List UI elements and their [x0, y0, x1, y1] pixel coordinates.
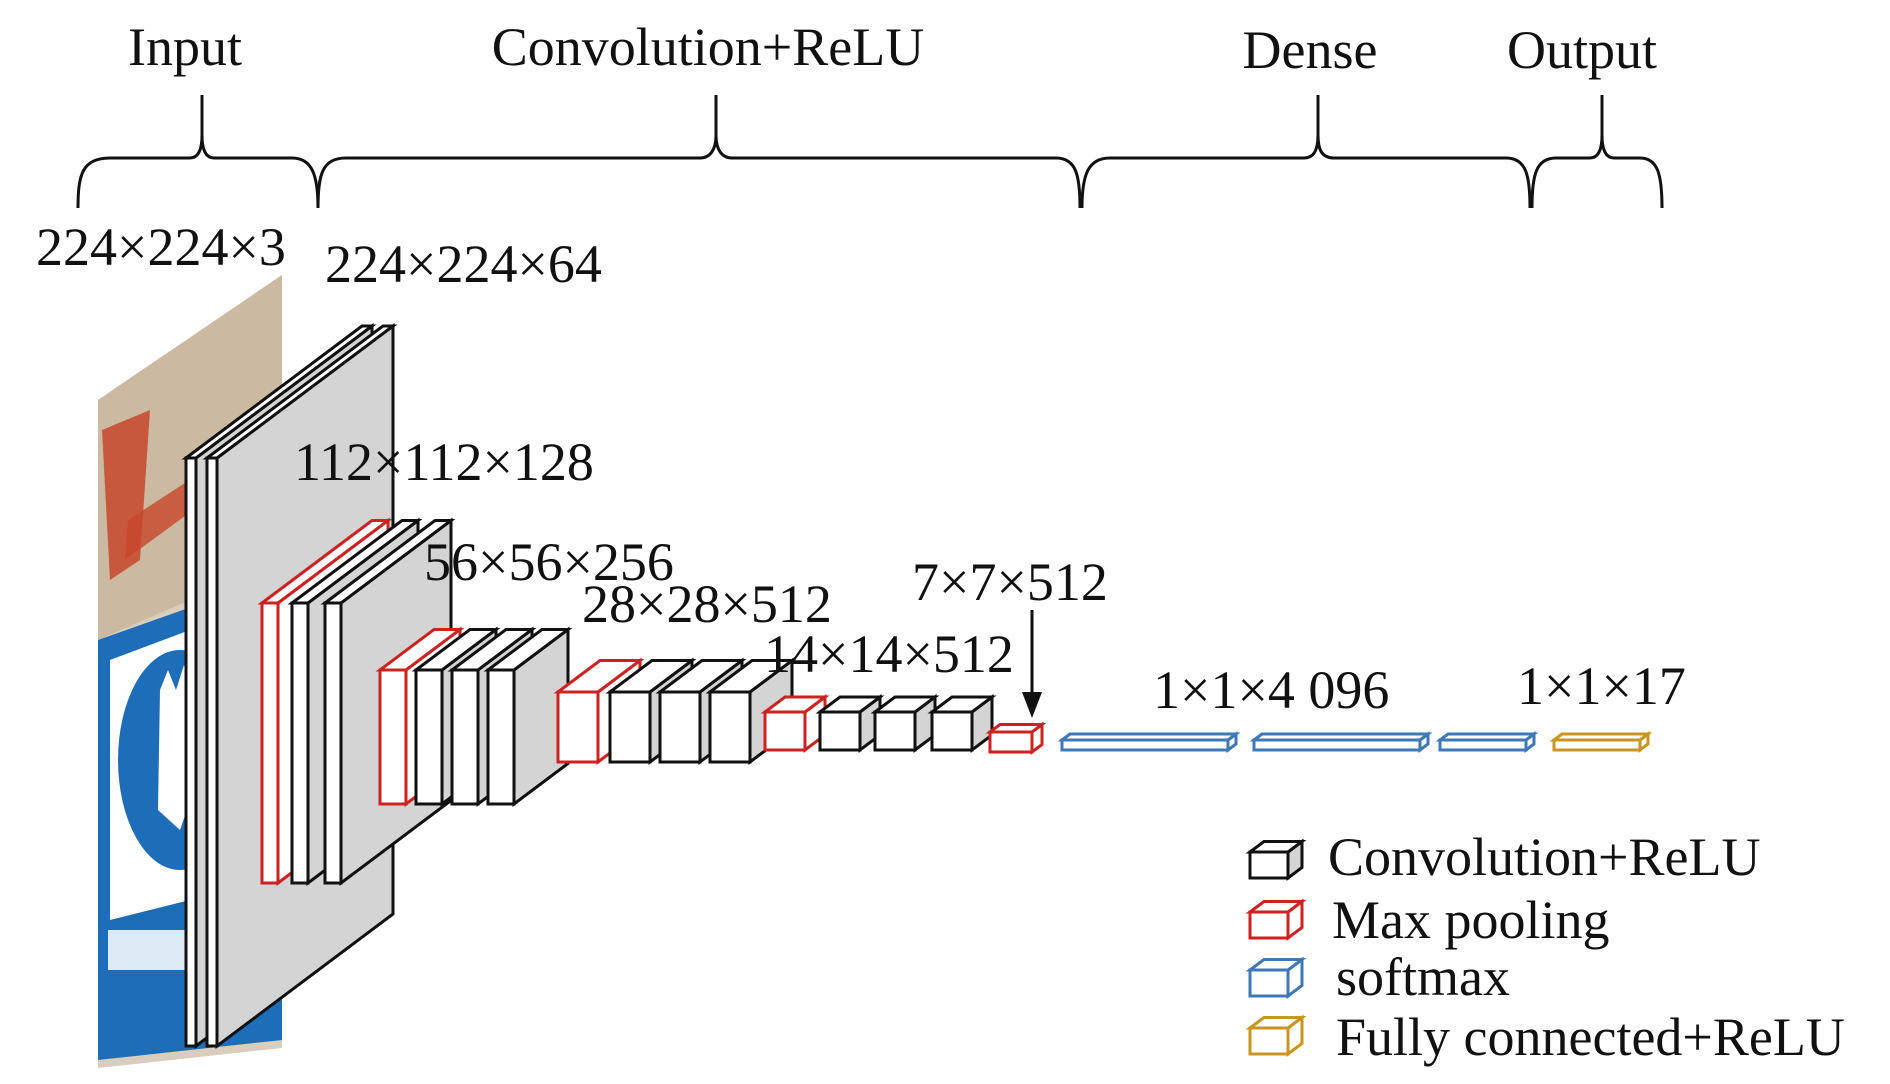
dim-block1: 224×224×64: [325, 234, 602, 294]
conv5-2-block: [870, 694, 940, 753]
legend-fc-label: Fully connected+ReLU: [1336, 1007, 1845, 1067]
conv4-3-block: [705, 657, 797, 765]
legend: Convolution+ReLU Max pooling softmax Ful…: [1245, 827, 1845, 1067]
legend-pool-swatch: [1245, 898, 1307, 941]
section-dense-label: Dense: [1243, 20, 1378, 80]
legend-fc-swatch: [1245, 1014, 1307, 1057]
pool4-block: [760, 694, 830, 753]
dim-output: 1×1×17: [1517, 656, 1686, 716]
legend-pool-label: Max pooling: [1332, 890, 1610, 950]
dim-input: 224×224×3: [36, 217, 286, 277]
section-conv-label: Convolution+ReLU: [492, 17, 924, 77]
pool5-block: [985, 721, 1047, 755]
dim-dense: 1×1×4 096: [1153, 660, 1389, 720]
brace-input: [76, 95, 320, 209]
section-output-label: Output: [1507, 20, 1657, 80]
dim-block2: 112×112×128: [294, 432, 594, 492]
legend-conv-swatch: [1245, 838, 1307, 881]
layer-blocks: [181, 323, 1653, 1049]
dense3-block: [1435, 731, 1539, 753]
conv3-3-block: [483, 626, 573, 807]
legend-conv-label: Convolution+ReLU: [1328, 827, 1760, 887]
conv5-3-block: [927, 694, 997, 753]
dim-block3: 56×56×256: [424, 532, 674, 592]
dim-block5: 14×14×512: [764, 624, 1014, 684]
brace-conv: [316, 95, 1082, 209]
section-input-label: Input: [128, 17, 242, 77]
legend-softmax-swatch: [1245, 956, 1307, 999]
output-block: [1549, 731, 1653, 753]
pool5-arrow: [1022, 610, 1042, 718]
legend-softmax-label: softmax: [1336, 947, 1510, 1007]
conv5-1-block: [815, 694, 885, 753]
dense1-block: [1057, 731, 1241, 753]
dim-block4: 28×28×512: [582, 574, 832, 634]
brace-output: [1530, 95, 1664, 209]
dense2-block: [1249, 731, 1433, 753]
dim-pool5: 7×7×512: [912, 552, 1108, 612]
brace-dense: [1080, 95, 1532, 209]
